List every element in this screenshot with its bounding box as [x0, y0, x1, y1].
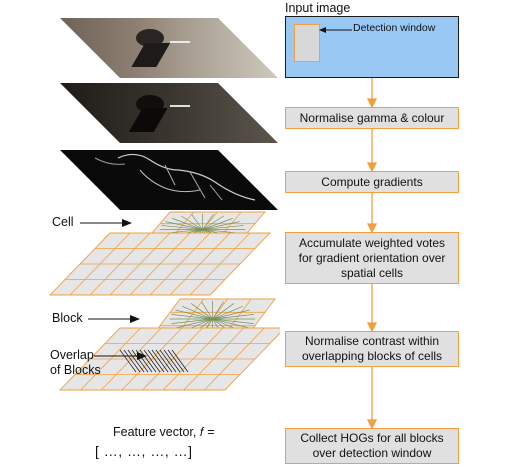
step-accumulate-votes: Accumulate weighted votes for gradient o…: [285, 232, 459, 284]
overlap-hatch-line: [159, 349, 177, 373]
cell-grid-layer: [48, 211, 272, 296]
cell-pointer-arrow: [80, 219, 132, 227]
step-label: Compute gradients: [321, 174, 423, 189]
arrow-to-collect: [366, 419, 378, 430]
input-image-title: Input image: [285, 1, 351, 15]
arrow-to-accumulate: [366, 223, 378, 234]
overlap-pointer-arrow: [94, 352, 147, 360]
arrow-to-gamma: [366, 98, 378, 109]
overlap-hatch-line: [151, 349, 169, 373]
overlap-hatch-line: [171, 349, 189, 373]
overlap-hatch-line: [119, 349, 137, 373]
detection-window: [294, 24, 320, 62]
step-label: Normalise contrast within overlapping bl…: [301, 334, 443, 363]
overlap-grid-layer: [58, 327, 280, 391]
step-label: Accumulate weighted votes for gradient o…: [298, 235, 446, 280]
overlap-hatch-line: [127, 349, 145, 373]
overlap-hatch-line: [155, 349, 173, 373]
hog-illustration: [48, 18, 280, 391]
overlap-label: Overlap of Blocks: [50, 348, 101, 377]
block-pointer-arrow: [88, 315, 140, 323]
detection-window-label: Detection window: [353, 22, 436, 34]
overlap-hatch-line: [147, 349, 165, 373]
feature-vector-label: Feature vector, 𝑓 =: [113, 425, 215, 439]
pipeline-arrows: [366, 78, 378, 430]
orientation-spoke: [171, 313, 254, 325]
overlap-hatch-line: [143, 349, 161, 373]
gradient-layer: [60, 150, 278, 210]
feature-vector-value: [ …, …, …, …]: [95, 443, 193, 459]
arrow-to-contrast: [366, 322, 378, 333]
step-label: Collect HOGs for all blocks over detecti…: [300, 431, 444, 460]
gamma-layer: [60, 83, 278, 143]
overlap-hatch-line: [131, 349, 149, 373]
arrow-to-gradients: [366, 162, 378, 173]
overlap-hatch-line: [123, 349, 141, 373]
overlap-hatch-line: [139, 349, 157, 373]
block-label: Block: [52, 311, 83, 325]
overlap-hatch-line: [167, 349, 185, 373]
orientation-spoke: [161, 225, 244, 234]
step-label: Normalise gamma & colour: [299, 110, 445, 125]
overlap-hatch-line: [163, 349, 181, 373]
cell-label: Cell: [52, 215, 74, 229]
step-compute-gradients: Compute gradients: [285, 171, 459, 193]
detection-window-arrow: [319, 27, 352, 33]
photo-layer: [60, 18, 278, 78]
step-normalise-gamma: Normalise gamma & colour: [285, 107, 459, 129]
